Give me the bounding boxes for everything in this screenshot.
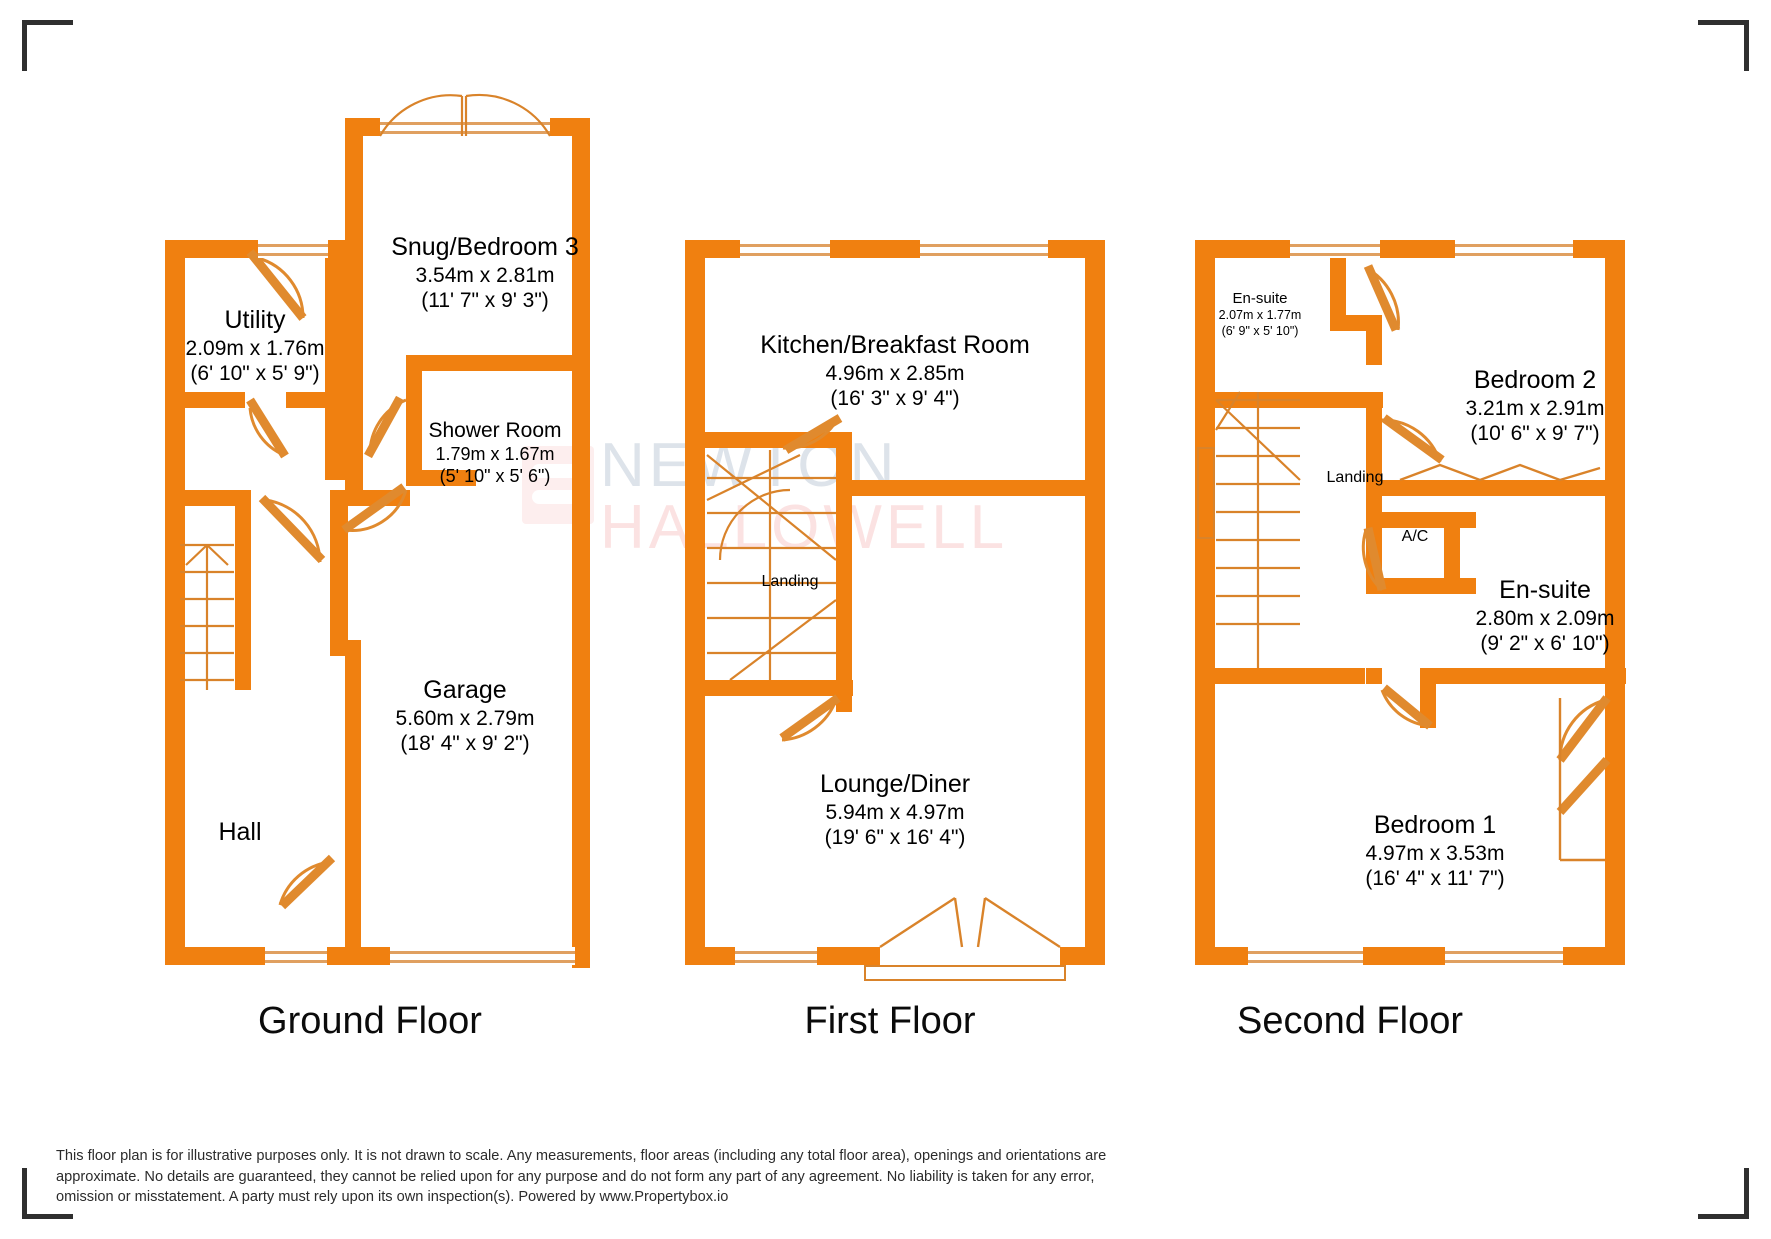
corner-mark-bottom-left — [22, 1168, 73, 1219]
room-label-shower-room: Shower Room 1.79m x 1.67m (5' 10" x 5' 6… — [375, 418, 615, 488]
room-label-kitchen-breakfast-room: Kitchen/Breakfast Room 4.96m x 2.85m (16… — [700, 330, 1090, 412]
room-name: Shower Room — [428, 419, 562, 442]
room-metric: 4.96m x 2.85m — [825, 361, 965, 385]
floor-title-second: Second Floor — [1236, 1000, 1463, 1042]
corner-mark-bottom-right — [1698, 1168, 1749, 1219]
room-name: Snug/Bedroom 3 — [391, 233, 579, 261]
room-label-utility: Utility 2.09m x 1.76m (6' 10" x 5' 9") — [130, 305, 380, 387]
corner-mark-top-right — [1698, 20, 1749, 71]
room-imperial: (5' 10" x 5' 6") — [439, 465, 551, 486]
room-label-garage: Garage 5.60m x 2.79m (18' 4" x 9' 2") — [340, 675, 590, 757]
room-imperial: (6' 10" x 5' 9") — [190, 362, 320, 386]
room-imperial: (16' 4" x 11' 7") — [1365, 867, 1505, 891]
room-label-en-suite-small: En-suite 2.07m x 1.77m (6' 9" x 5' 10") — [1185, 290, 1335, 339]
corner-mark-top-left — [22, 20, 73, 71]
room-label-snug-bedroom-3: Snug/Bedroom 3 3.54m x 2.81m (11' 7" x 9… — [335, 232, 635, 314]
room-name: Kitchen/Breakfast Room — [760, 331, 1030, 359]
room-metric: 3.54m x 2.81m — [415, 263, 555, 287]
first-floor-drawing — [685, 240, 1105, 981]
floor-title-ground: Ground Floor — [258, 1000, 482, 1042]
room-label-landing-second: Landing — [1285, 468, 1425, 488]
room-imperial: (16' 3" x 9' 4") — [830, 387, 960, 411]
room-imperial: (10' 6" x 9' 7") — [1470, 422, 1600, 446]
room-label-lounge-diner: Lounge/Diner 5.94m x 4.97m (19' 6" x 16'… — [700, 769, 1090, 851]
room-label-bedroom-2: Bedroom 2 3.21m x 2.91m (10' 6" x 9' 7") — [1410, 365, 1660, 447]
ground-floor-drawing — [165, 93, 590, 968]
room-name: A/C — [1401, 528, 1429, 545]
room-metric: 2.07m x 1.77m — [1218, 308, 1302, 323]
room-label-airing-cupboard: A/C — [1350, 527, 1480, 547]
room-name: Hall — [218, 818, 262, 846]
room-name: Garage — [423, 676, 507, 704]
disclaimer-text: This floor plan is for illustrative purp… — [56, 1148, 1107, 1206]
room-imperial: (18' 4" x 9' 2") — [400, 732, 530, 756]
room-metric: 4.97m x 3.53m — [1365, 841, 1505, 865]
room-metric: 2.09m x 1.76m — [185, 336, 325, 360]
room-imperial: (11' 7" x 9' 3") — [421, 289, 549, 313]
room-label-bedroom-1: Bedroom 1 4.97m x 3.53m (16' 4" x 11' 7"… — [1305, 810, 1565, 892]
room-name: Landing — [761, 573, 819, 590]
room-name: Utility — [224, 306, 286, 334]
room-imperial: (19' 6" x 16' 4") — [824, 826, 966, 850]
room-imperial: (6' 9" x 5' 10") — [1221, 323, 1299, 338]
room-label-landing-first: Landing — [720, 572, 860, 592]
room-imperial: (9' 2" x 6' 10") — [1480, 632, 1610, 656]
room-metric: 1.79m x 1.67m — [435, 443, 555, 464]
room-metric: 5.94m x 4.97m — [825, 800, 965, 824]
room-name: Landing — [1326, 469, 1384, 486]
room-label-hall: Hall — [180, 817, 300, 848]
room-metric: 3.21m x 2.91m — [1465, 396, 1605, 420]
room-name: En-suite — [1499, 576, 1591, 604]
room-label-en-suite-large: En-suite 2.80m x 2.09m (9' 2" x 6' 10") — [1420, 575, 1670, 657]
room-name: Lounge/Diner — [819, 770, 971, 798]
second-floor-drawing — [1195, 240, 1626, 965]
room-name: En-suite — [1232, 290, 1288, 307]
room-name: Bedroom 2 — [1473, 366, 1597, 394]
floor-title-first: First Floor — [804, 1000, 976, 1042]
room-name: Bedroom 1 — [1373, 811, 1497, 839]
room-metric: 2.80m x 2.09m — [1475, 606, 1615, 630]
room-metric: 5.60m x 2.79m — [395, 706, 535, 730]
